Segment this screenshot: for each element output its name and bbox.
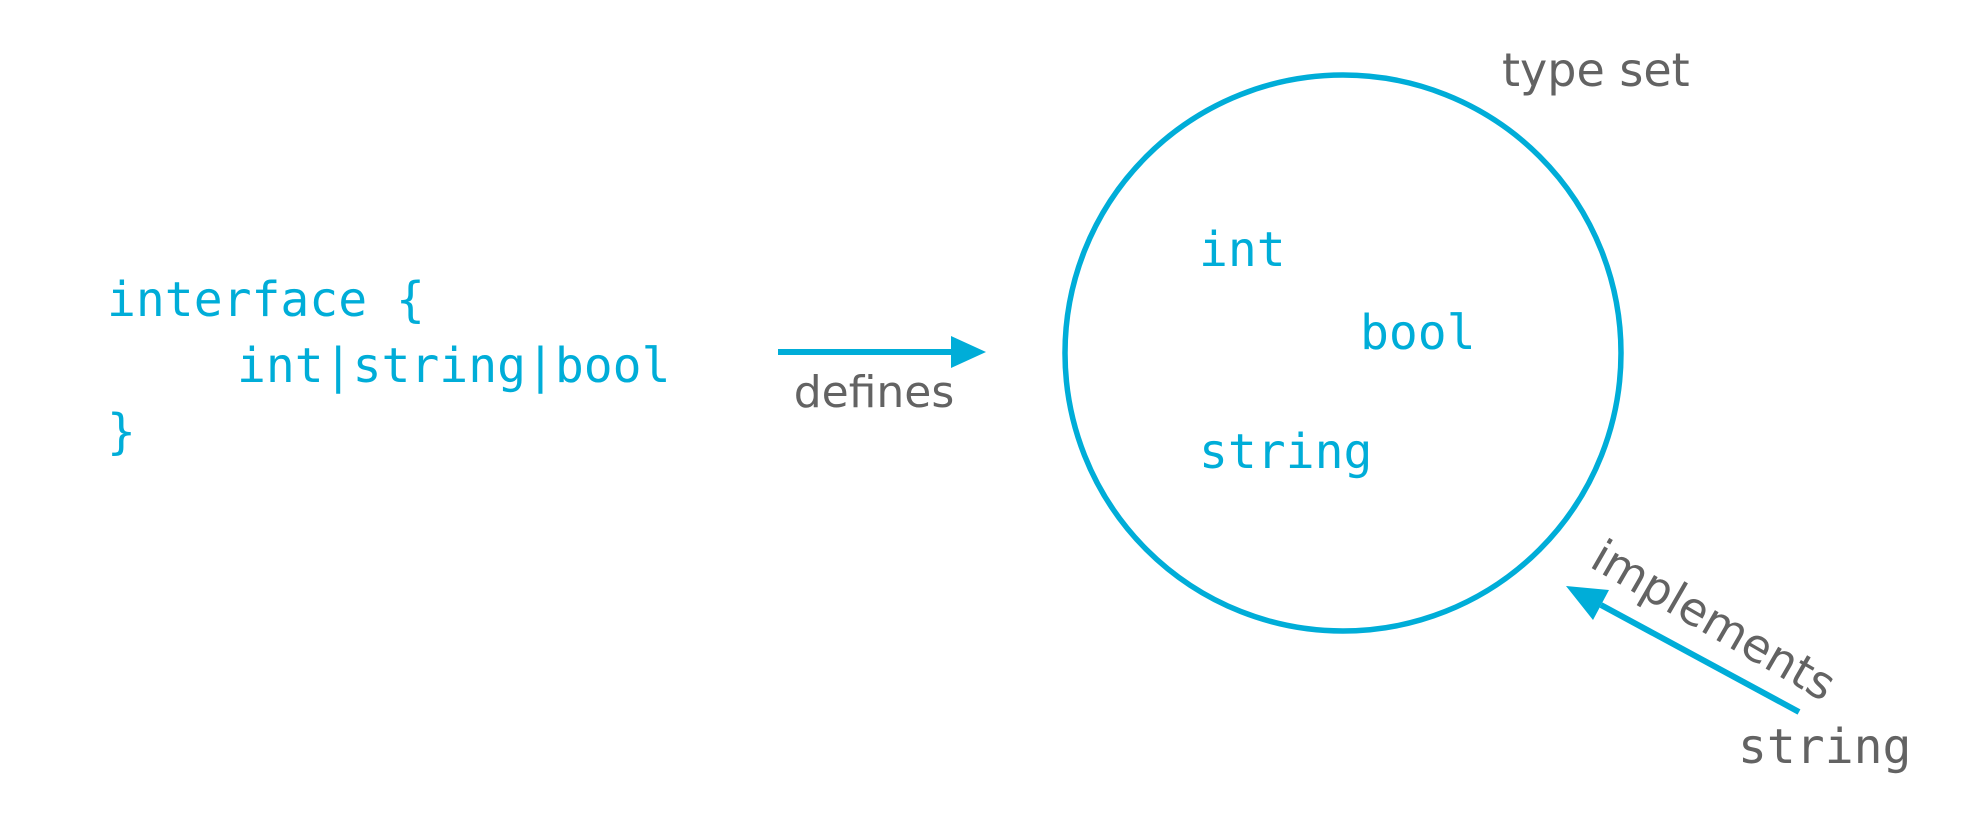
defines-arrowhead-icon xyxy=(951,336,986,368)
member-int: int xyxy=(1199,222,1286,278)
member-string: string xyxy=(1199,424,1372,480)
implements-arrowhead-icon xyxy=(1566,586,1609,620)
type-set-members: int bool string xyxy=(1199,222,1476,480)
implements-arrow xyxy=(1566,586,1801,715)
defines-label: defines xyxy=(794,367,955,418)
interface-code-block: interface { int|string|bool } xyxy=(107,272,670,460)
code-line-type-union: int|string|bool xyxy=(237,338,670,394)
type-set-circle xyxy=(1062,72,1624,634)
code-line-interface-open: interface { xyxy=(107,272,425,328)
external-type-label: string xyxy=(1738,719,1911,775)
implements-label: implements xyxy=(1583,529,1846,712)
implements-arrow-shaft xyxy=(1599,602,1801,715)
defines-arrow xyxy=(778,336,986,368)
code-line-interface-close: } xyxy=(107,404,136,460)
member-bool: bool xyxy=(1360,305,1476,361)
type-set-title: type set xyxy=(1502,43,1690,97)
